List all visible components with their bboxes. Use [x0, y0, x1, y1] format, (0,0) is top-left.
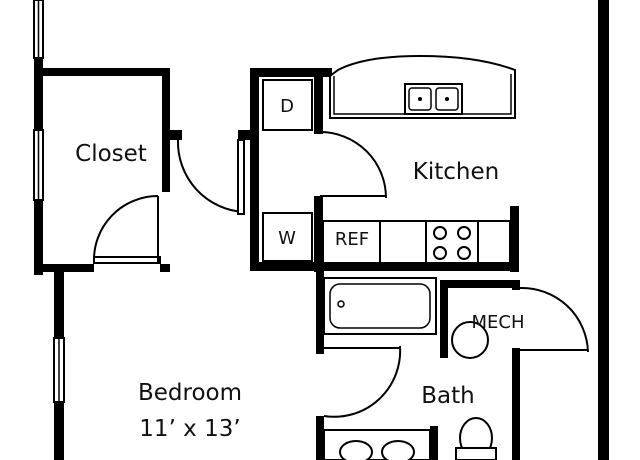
bath-label: Bath — [421, 383, 474, 409]
walls — [34, 0, 609, 460]
bedroom-door — [176, 139, 245, 215]
kitchen-east-stub — [510, 206, 519, 272]
stove — [425, 220, 479, 264]
mech-label: MECH — [471, 312, 524, 333]
kitchen-sink — [404, 83, 463, 115]
refrigerator-label: REF — [335, 229, 369, 250]
vanity — [323, 429, 431, 460]
vanity-wall — [430, 426, 438, 460]
laundry-left-wall — [250, 68, 259, 268]
dryer-box — [262, 79, 313, 131]
laundry-top-wall — [250, 68, 332, 77]
closet-bottom-wall — [34, 264, 94, 272]
dryer-label: D — [280, 96, 294, 117]
windows — [33, 0, 65, 403]
bath-fixtures — [323, 277, 497, 460]
door-stub-right — [238, 130, 252, 140]
kitchen-label: Kitchen — [413, 159, 499, 185]
laundry-door — [319, 131, 387, 199]
laundry-divider — [314, 68, 323, 134]
water-heater — [451, 321, 489, 359]
left-wall-bedroom-lower — [54, 400, 64, 460]
toilet — [455, 417, 497, 460]
mech-right-wall — [512, 280, 520, 290]
closet-right-wall — [162, 68, 170, 192]
closet-label: Closet — [75, 141, 147, 167]
bath-left-wall-lower — [316, 416, 324, 460]
doors — [92, 131, 589, 418]
bath-left-wall — [316, 262, 324, 354]
kitchen-fixtures — [322, 54, 516, 264]
washer-label: W — [278, 228, 296, 249]
mech-door — [519, 286, 589, 353]
mech-right-wall-lower — [512, 348, 520, 460]
mech-top-wall — [440, 280, 520, 288]
bath-mech-divider — [440, 280, 448, 358]
closet-bottom-wall-right — [160, 264, 170, 272]
closet-top-wall — [34, 68, 170, 76]
right-exterior-wall — [598, 0, 609, 460]
bedroom-label: Bedroom — [138, 380, 242, 406]
door-stub-left — [170, 130, 182, 140]
bathtub — [323, 277, 437, 335]
laundry-fixtures — [262, 79, 313, 262]
washer-box — [262, 212, 313, 262]
bedroom-size-label: 11’ x 13’ — [139, 416, 240, 442]
laundry-bottom-wall — [250, 262, 514, 271]
closet-door — [92, 195, 161, 264]
bath-door — [323, 345, 402, 418]
left-wall-bedroom — [54, 270, 64, 340]
laundry-divider-lower — [314, 196, 323, 272]
